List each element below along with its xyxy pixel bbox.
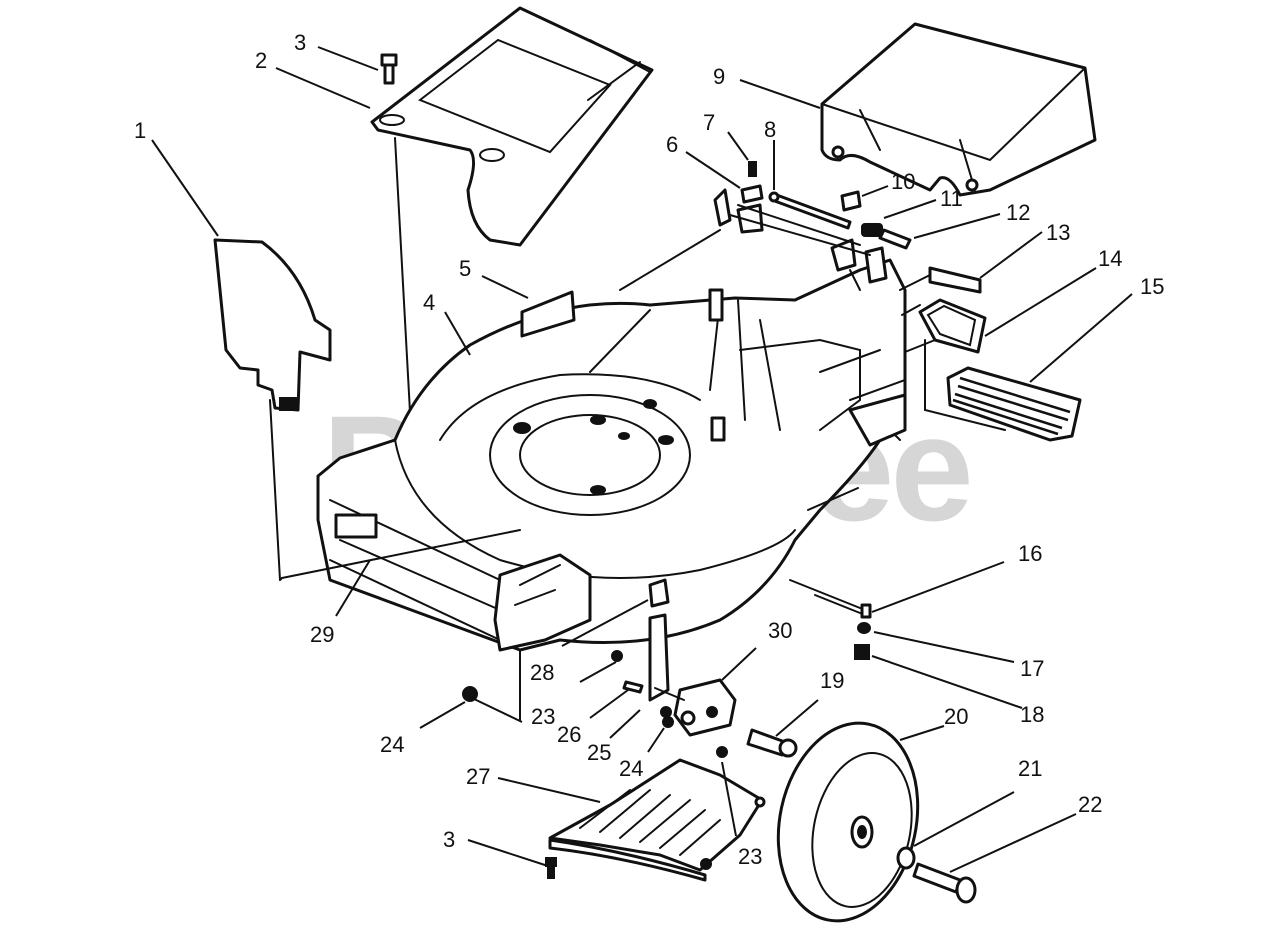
part-22-shoulder-bolt[interactable]: [912, 862, 977, 904]
callout-9: 9: [713, 64, 725, 89]
part-16-pin[interactable]: [860, 603, 872, 619]
part-12-pin[interactable]: [878, 228, 912, 250]
callout-13: 13: [1046, 220, 1070, 245]
callout-22: 22: [1078, 792, 1102, 817]
callout-4: 4: [423, 290, 435, 315]
part-30-pivot-bracket[interactable]: [654, 678, 737, 737]
part-23-washer-lower[interactable]: [716, 746, 728, 758]
callout-29: 29: [310, 622, 334, 647]
part-3-bolt-top[interactable]: [380, 53, 398, 85]
part-1-deflector[interactable]: [213, 238, 332, 581]
part-19-axle-bolt[interactable]: [746, 728, 798, 758]
rear-hinge-assembly[interactable]: [619, 188, 888, 291]
part-27-front-skirt[interactable]: [548, 758, 766, 882]
part-18-bolt[interactable]: [854, 644, 870, 660]
callout-5: 5: [459, 256, 471, 281]
callout-23-upper: 23: [531, 704, 555, 729]
part-8-hinge-rod[interactable]: [768, 191, 852, 230]
part-3-bolt-bottom[interactable]: [545, 857, 557, 879]
part-2-top-cover[interactable]: [370, 6, 654, 413]
part-20-wheel[interactable]: [761, 710, 936, 934]
part-13-plate[interactable]: [899, 266, 982, 294]
callout-21: 21: [1018, 756, 1042, 781]
part-7-screw[interactable]: [748, 161, 757, 177]
part-24-nut-center[interactable]: [662, 716, 674, 728]
callout-3-bottom: 3: [443, 827, 455, 852]
callout-2: 2: [255, 48, 267, 73]
part-9-rear-flap[interactable]: [820, 22, 1097, 197]
callout-19: 19: [820, 668, 844, 693]
mower-deck[interactable]: [279, 258, 907, 721]
part-15-grille[interactable]: [924, 339, 1082, 442]
part-6-bracket[interactable]: [740, 184, 764, 204]
callout-17: 17: [1020, 656, 1044, 681]
callout-15: 15: [1140, 274, 1164, 299]
part-28-adjust-bracket[interactable]: [648, 578, 670, 702]
callout-6: 6: [666, 132, 678, 157]
callout-24-left: 24: [380, 732, 404, 757]
callout-1: 1: [134, 118, 146, 143]
part-26-screw[interactable]: [622, 680, 644, 694]
callout-12: 12: [1006, 200, 1030, 225]
callout-23-lower: 23: [738, 844, 762, 869]
callout-27: 27: [466, 764, 490, 789]
callout-7: 7: [703, 110, 715, 135]
part-17-washer[interactable]: [857, 622, 871, 634]
part-14-gasket[interactable]: [901, 298, 987, 354]
callout-labels: 1 2 3 3 4 5 6 7 8 9 10 11 12 13 14 15 16…: [134, 30, 1164, 869]
callout-10: 10: [891, 169, 915, 194]
callout-28: 28: [530, 660, 554, 685]
leader-lines: [151, 46, 1133, 873]
callout-11: 11: [940, 186, 963, 211]
part-23-nut-upper[interactable]: [611, 650, 623, 662]
part-11-spring[interactable]: [861, 223, 883, 237]
callout-26: 26: [557, 722, 581, 747]
part-25-spacer[interactable]: [660, 706, 672, 718]
callout-3-top: 3: [294, 30, 306, 55]
callout-20: 20: [944, 704, 968, 729]
part-24-nut-left[interactable]: [462, 686, 478, 702]
callout-25: 25: [587, 740, 611, 765]
callout-14: 14: [1098, 246, 1122, 271]
part-5-decal[interactable]: [520, 290, 576, 338]
callout-8: 8: [764, 117, 776, 142]
callout-16: 16: [1018, 541, 1042, 566]
part-10-clip[interactable]: [840, 190, 862, 212]
callout-24-center: 24: [619, 756, 643, 781]
callout-18: 18: [1020, 702, 1044, 727]
part-21-bushing[interactable]: [896, 846, 916, 870]
callout-30: 30: [768, 618, 792, 643]
